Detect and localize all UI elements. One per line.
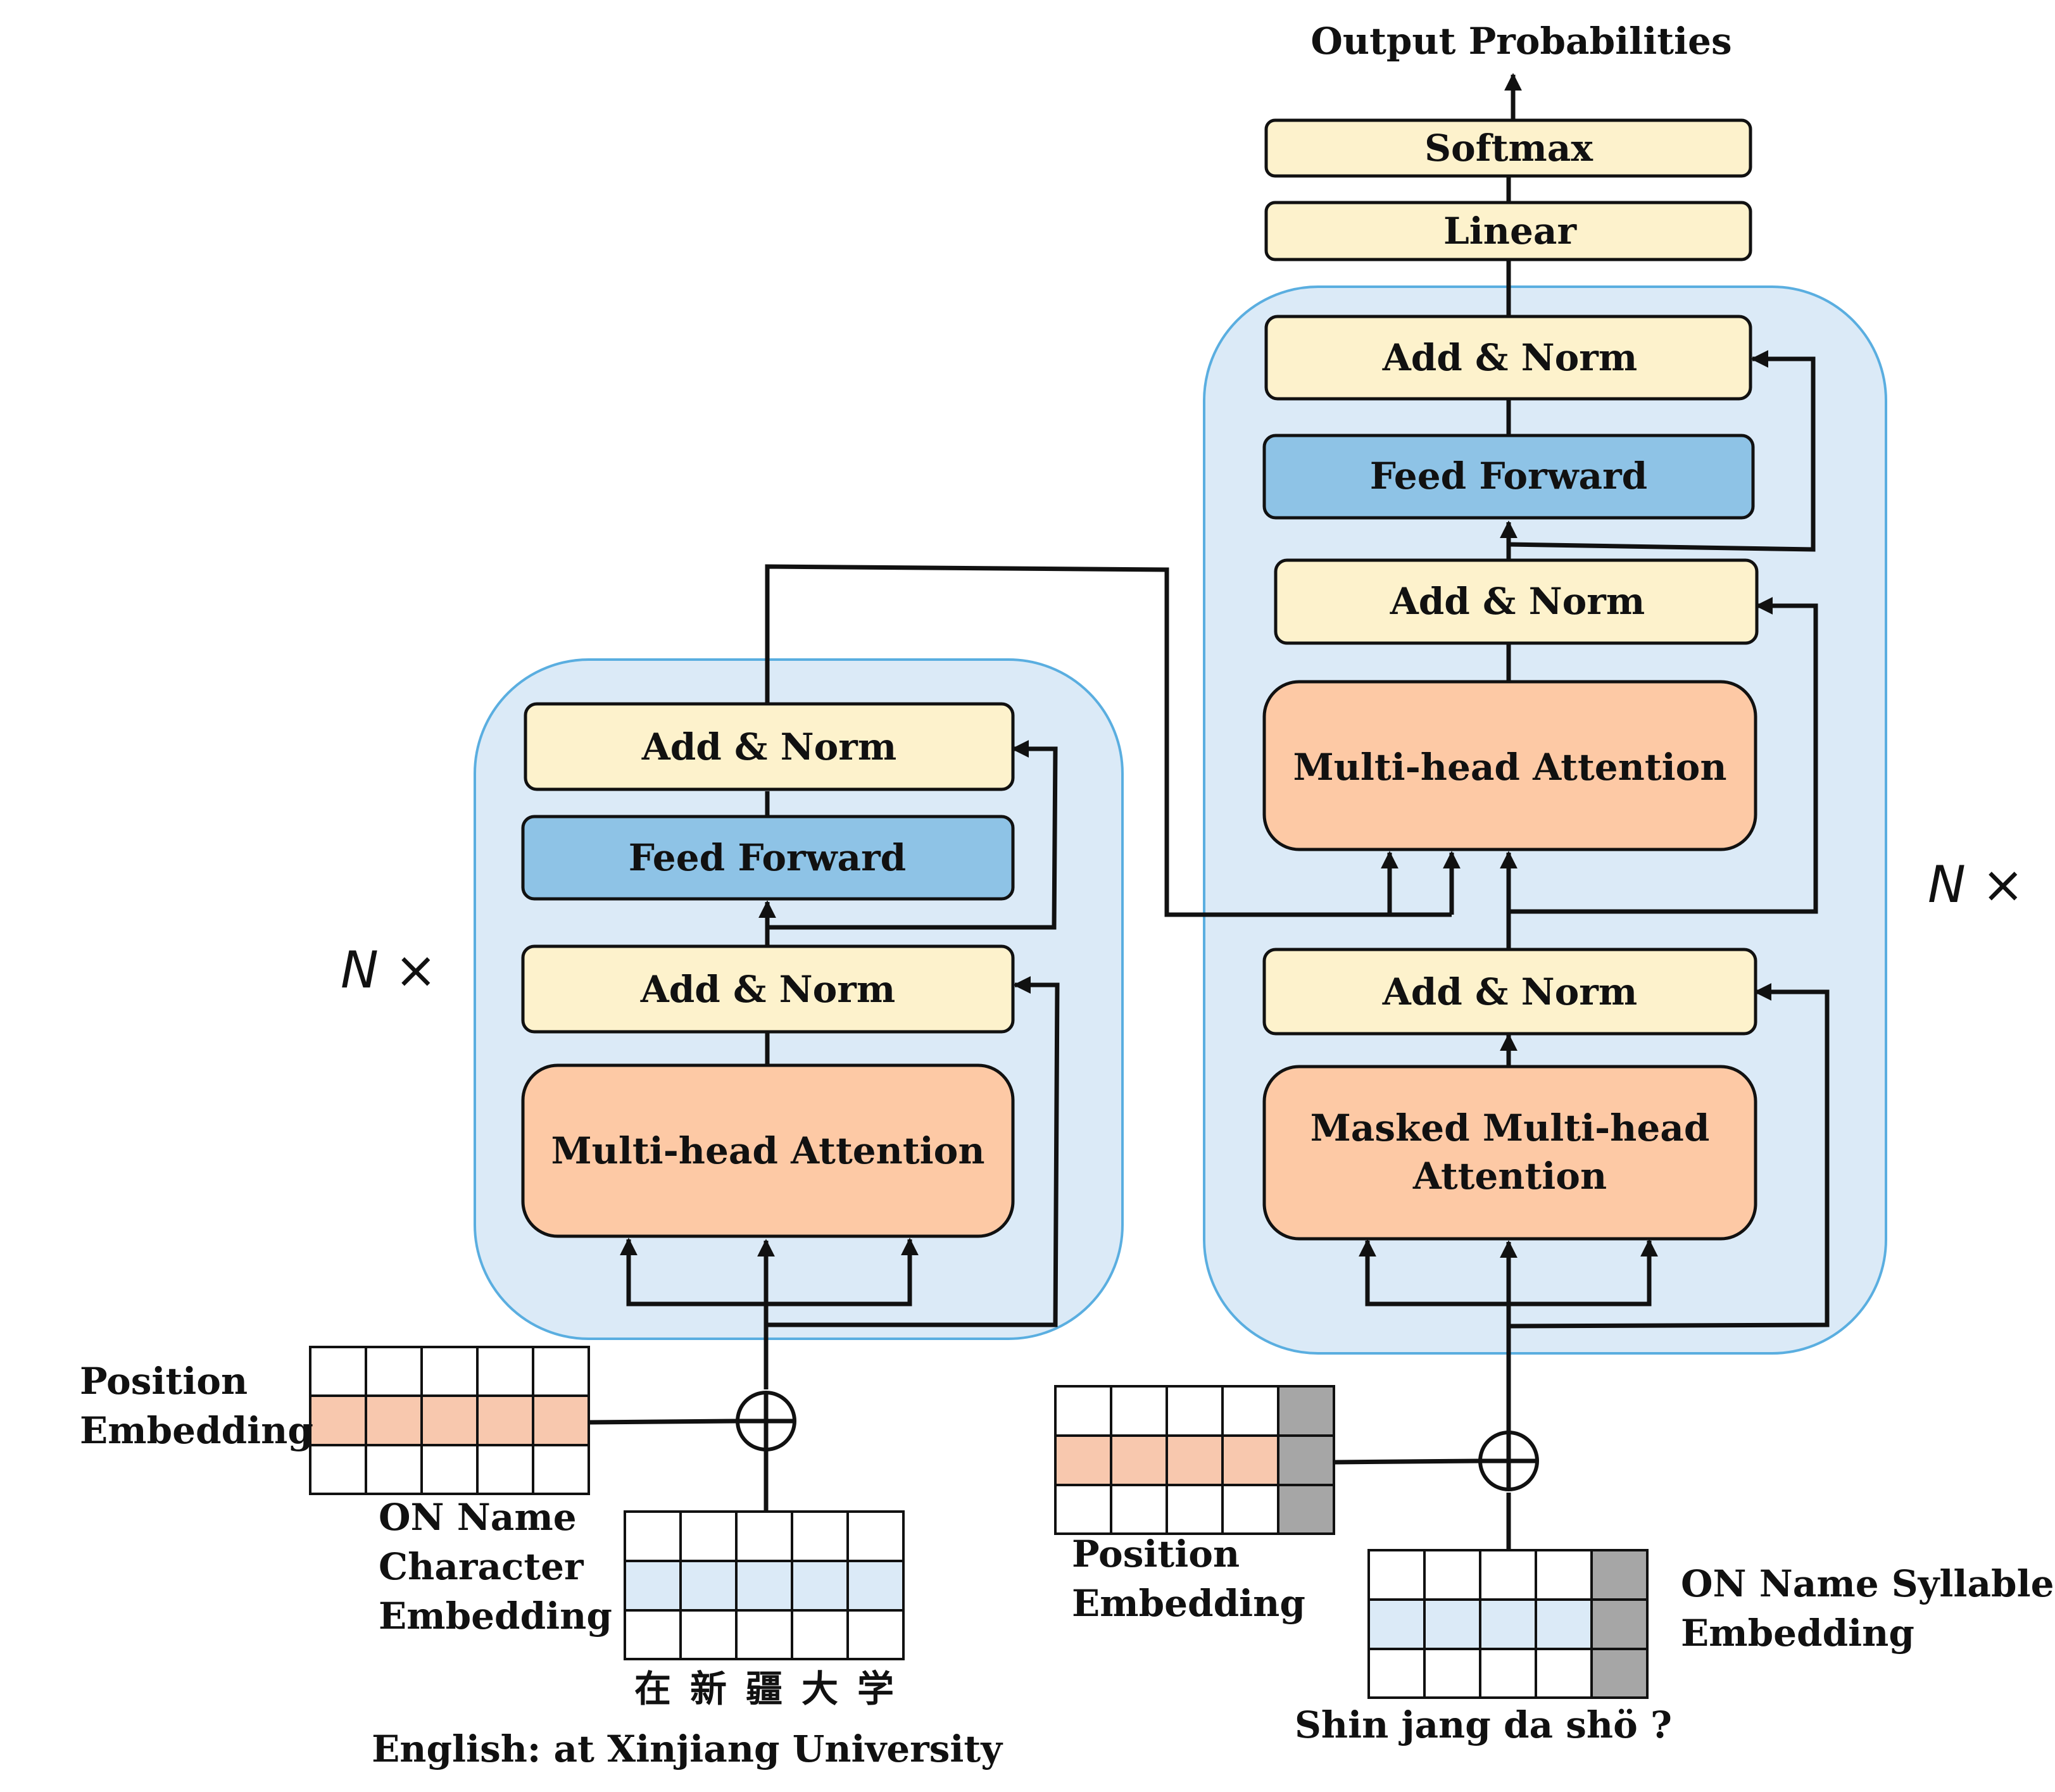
decoder-add-norm-top-box (1264, 315, 1752, 401)
decoder-softmax-box (1264, 118, 1752, 178)
decoder-add-norm-middle: Add & Norm (1390, 580, 1645, 623)
encoder-character-0: 在 (634, 1667, 671, 1710)
decoder-add-norm-bottom: Add & Norm (1382, 970, 1638, 1013)
encoder-connections (620, 564, 1461, 1508)
encoder-position-label-line2: Embedding (80, 1409, 313, 1452)
decoder-syllable-label-line1: ON Name Syllable (1681, 1562, 2054, 1605)
encoder-position-connector (588, 1419, 737, 1425)
encoder-add-norm-top-box (524, 702, 1015, 791)
decoder-masked-attention-line1: Masked Multi-head (1310, 1106, 1710, 1150)
decoder-add-norm-top: Add & Norm (1382, 336, 1638, 379)
decoder-feed-forward: Feed Forward (1370, 454, 1647, 498)
encoder-feed-forward: Feed Forward (629, 836, 906, 879)
decoder-syllables-label: Shin jang da shö ? (1295, 1703, 1672, 1746)
encoder-add-circle (736, 1391, 796, 1451)
encoder-add-norm-top: Add & Norm (641, 725, 897, 768)
encoder-character-embedding-table (624, 1510, 905, 1660)
encoder-character-4: 学 (857, 1667, 894, 1710)
decoder-cross-attention: Multi-head Attention (1293, 746, 1726, 789)
decoder-syllable-label-line2: Embedding (1681, 1612, 1914, 1655)
encoder-attention-box (521, 1063, 1015, 1238)
decoder-softmax: Softmax (1424, 127, 1593, 170)
decoder-add-norm-middle-box (1274, 558, 1759, 645)
encoder-add-norm-bottom-box (521, 944, 1015, 1034)
encoder-character-2: 疆 (746, 1667, 782, 1710)
decoder-syllable-embedding-table (1367, 1549, 1649, 1699)
encoder-attention: Multi-head Attention (551, 1129, 984, 1172)
decoder-add-circle (1478, 1431, 1539, 1491)
encoder-character-3: 大 (801, 1667, 838, 1710)
decoder-position-label-line1: Position (1072, 1532, 1240, 1576)
encoder-character-1: 新 (690, 1667, 727, 1710)
encoder-char-label-line2: Character (379, 1545, 584, 1588)
encoder-position-embedding-table (309, 1346, 590, 1495)
decoder-feed-forward-box (1262, 434, 1755, 520)
decoder-position-embedding-table (1054, 1385, 1335, 1535)
decoder-masked-attention-line2: Attention (1412, 1155, 1607, 1198)
output-probabilities-label: Output Probabilities (1310, 20, 1731, 63)
encoder-add-norm-bottom: Add & Norm (640, 968, 896, 1011)
decoder-linear-box (1264, 201, 1752, 261)
encoder-repeat-label: N × (341, 941, 437, 999)
encoder-position-label-line1: Position (80, 1360, 248, 1403)
decoder-linear: Linear (1443, 210, 1577, 253)
decoder-cross-attention-box (1262, 680, 1757, 851)
decoder-connections (1359, 73, 1830, 1550)
decoder-position-label-line2: Embedding (1072, 1582, 1305, 1625)
encoder-english-label: English: at Xinjiang University (372, 1727, 1003, 1770)
decoder-masked-attention-box (1262, 1065, 1757, 1241)
encoder-feed-forward-box (521, 815, 1015, 901)
decoder-repeat-label: N × (1928, 855, 2024, 914)
encoder-char-label-line1: ON Name (379, 1496, 577, 1539)
decoder-position-connector (1333, 1458, 1480, 1465)
encoder-char-label-line3: Embedding (379, 1595, 612, 1638)
decoder-add-norm-bottom-box (1262, 948, 1757, 1036)
